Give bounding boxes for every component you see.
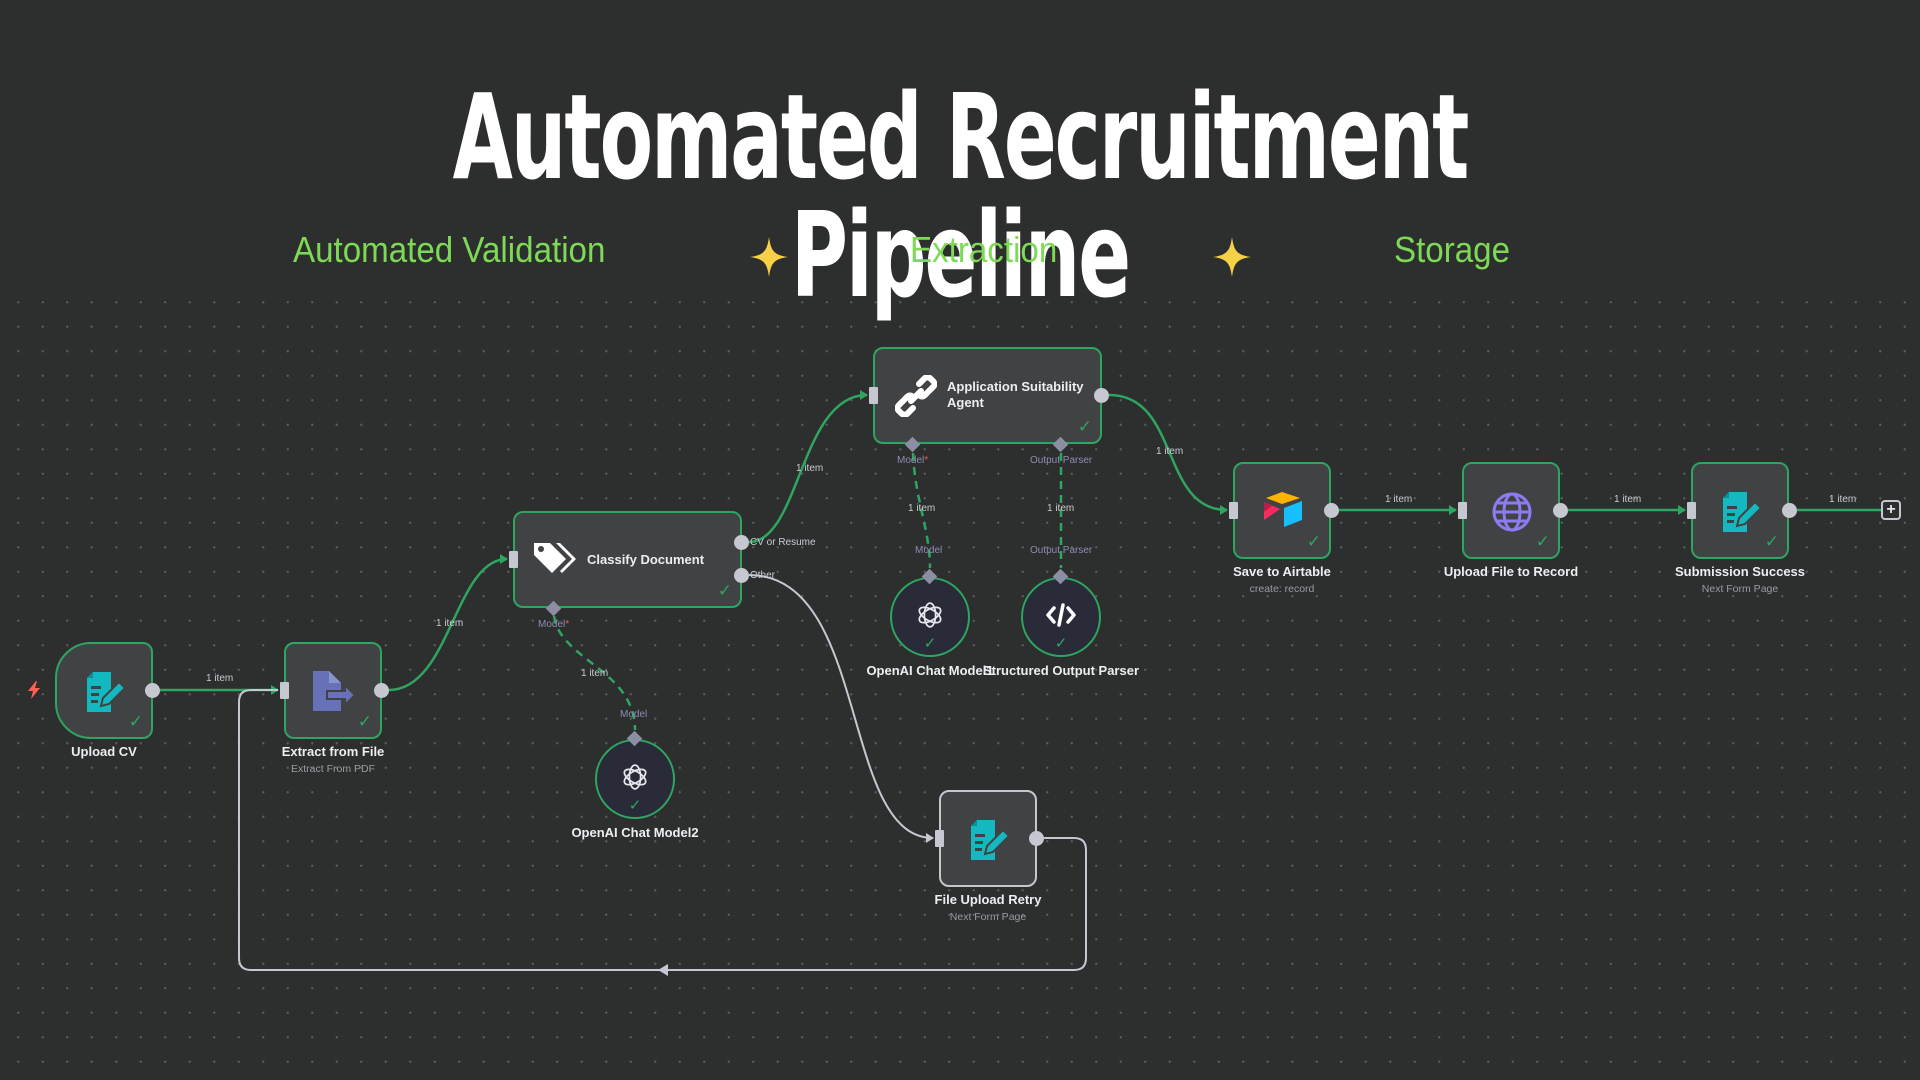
node-label: Upload CV [71, 744, 137, 759]
success-check-icon: ✓ [923, 635, 937, 652]
code-icon [1046, 603, 1076, 627]
input-port[interactable] [1229, 502, 1238, 519]
node-openai-chat-model1[interactable]: ✓ [890, 577, 970, 657]
input-port[interactable] [280, 682, 289, 699]
input-port[interactable] [1687, 502, 1696, 519]
node-label: Extract from File [281, 744, 385, 759]
port-label-output-parser: Output Parser [1030, 545, 1093, 556]
edge-label: 1 item [1829, 494, 1857, 505]
file-export-icon [313, 671, 357, 711]
edge-label: 1 item [796, 463, 824, 474]
node-label: OpenAI Chat Model1 [866, 663, 994, 678]
port-label-model: Model [620, 709, 648, 720]
node-structured-output-parser[interactable]: ✓ [1021, 577, 1101, 657]
stage-label-validation: Automated Validation [293, 229, 606, 270]
output-port-other[interactable] [734, 568, 749, 583]
globe-icon [1492, 492, 1532, 532]
port-label-model: Model* [538, 619, 570, 630]
airtable-icon [1264, 492, 1302, 527]
output-port-cv[interactable] [734, 535, 749, 550]
stage-label-extraction: Extraction [910, 229, 1058, 270]
input-port[interactable] [869, 387, 878, 404]
success-check-icon: ✓ [717, 581, 732, 600]
node-label: File Upload Retry [934, 892, 1042, 907]
port-label-model: Model* [897, 455, 929, 466]
star-separator-icon [1213, 237, 1251, 277]
node-label: Structured Output Parser [982, 663, 1140, 678]
output-label-other: Other [750, 570, 776, 581]
node-subtitle: create: record [1249, 583, 1315, 595]
node-title-line1: Application Suitability [947, 379, 1084, 394]
edge-classify-to-agent[interactable] [748, 390, 868, 544]
node-upload-cv[interactable]: ✓ [55, 642, 153, 739]
edge-label: 1 item [581, 668, 609, 679]
input-port[interactable] [509, 551, 518, 568]
edge-extract-to-classify[interactable] [388, 554, 508, 692]
link-chain-icon [895, 375, 937, 417]
node-title-line2: Agent [947, 395, 984, 410]
edge-model1-to-agent[interactable] [911, 452, 932, 569]
success-check-icon: ✓ [628, 797, 642, 814]
output-port[interactable] [1553, 503, 1568, 518]
edge-classify-other-to-retry[interactable] [748, 574, 934, 843]
input-port[interactable] [1458, 502, 1467, 519]
output-label-cv: CV or Resume [750, 537, 816, 548]
node-subtitle: Extract From PDF [290, 763, 375, 775]
node-extract-from-file[interactable]: ✓ [284, 642, 382, 739]
port-label-output-parser: Output Parser [1030, 455, 1093, 466]
edge-label: 1 item [206, 673, 234, 684]
form-edit-icon [1723, 492, 1763, 532]
output-port[interactable] [1094, 388, 1109, 403]
edge-model2-to-classify[interactable] [552, 615, 637, 731]
node-label: Submission Success [1674, 564, 1806, 579]
output-port[interactable] [1029, 831, 1044, 846]
success-check-icon: ✓ [1535, 532, 1550, 551]
edge-label: 1 item [1614, 494, 1642, 505]
page-title: Automated Recruitment Pipeline [452, 68, 1470, 324]
trigger-bolt-icon [28, 681, 40, 699]
edge-label: 1 item [1156, 446, 1184, 457]
form-edit-icon [87, 672, 127, 712]
edge-label: 1 item [1385, 494, 1413, 505]
node-label: Save to Airtable [1233, 564, 1331, 579]
add-node-button[interactable]: + [1881, 500, 1901, 520]
node-file-upload-retry[interactable] [939, 790, 1037, 887]
success-check-icon: ✓ [1077, 417, 1092, 436]
output-port[interactable] [145, 683, 160, 698]
node-label: OpenAI Chat Model2 [571, 825, 699, 840]
edge-agent-to-airtable[interactable] [1108, 393, 1228, 515]
output-port[interactable] [1324, 503, 1339, 518]
success-check-icon: ✓ [357, 712, 372, 731]
loop-arrow [658, 964, 668, 976]
node-openai-chat-model2[interactable]: ✓ [595, 739, 675, 819]
edge-label: 1 item [1047, 503, 1075, 514]
node-application-suitability-agent[interactable]: Application Suitability Agent ✓ [873, 347, 1102, 444]
output-port[interactable] [1782, 503, 1797, 518]
output-port[interactable] [374, 683, 389, 698]
form-edit-icon [971, 820, 1011, 860]
stage-label-storage: Storage [1394, 229, 1511, 270]
success-check-icon: ✓ [128, 712, 143, 731]
node-classify-document[interactable]: Classify Document ✓ [513, 511, 742, 608]
openai-icon [623, 764, 647, 790]
success-check-icon: ✓ [1306, 532, 1321, 551]
node-save-to-airtable[interactable]: ✓ [1233, 462, 1331, 559]
node-submission-success[interactable]: ✓ [1691, 462, 1789, 559]
edge-label: 1 item [908, 503, 936, 514]
input-port[interactable] [935, 830, 944, 847]
node-subtitle: Next Form Page [1701, 583, 1779, 595]
node-subtitle: Next Form Page [949, 911, 1027, 923]
node-upload-file-to-record[interactable]: ✓ [1462, 462, 1560, 559]
tags-icon [534, 543, 576, 573]
success-check-icon: ✓ [1764, 532, 1779, 551]
edge-label: 1 item [436, 618, 464, 629]
openai-icon [918, 602, 942, 628]
star-separator-icon [750, 237, 788, 277]
port-label-model: Model [915, 545, 943, 556]
success-check-icon: ✓ [1054, 635, 1068, 652]
node-title: Classify Document [587, 552, 705, 567]
node-label: Upload File to Record [1443, 564, 1579, 579]
